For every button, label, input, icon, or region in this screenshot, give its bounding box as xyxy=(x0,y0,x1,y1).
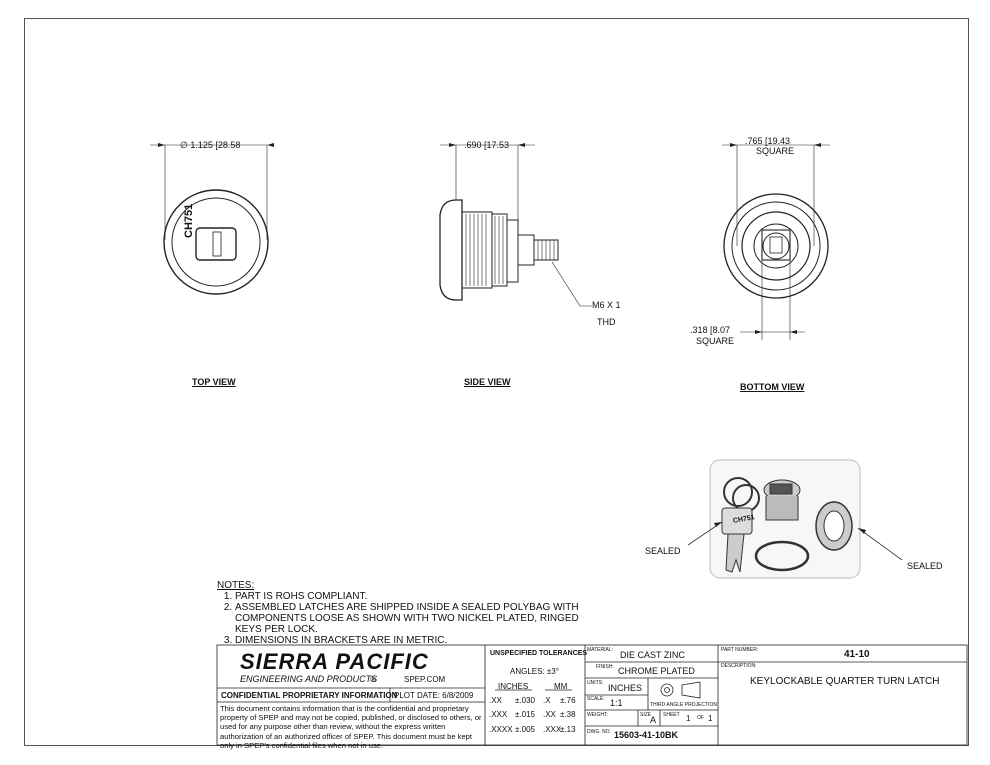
sheet-number: 1 xyxy=(686,714,691,723)
units-label: UNITS: xyxy=(587,680,604,686)
notes-heading: NOTES: xyxy=(217,580,255,591)
projection-label: THIRD ANGLE PROJECTION xyxy=(650,702,717,708)
top-diameter-dim: ∅ 1.125 [28.58 xyxy=(180,140,241,150)
sealed-callout-right: SEALED xyxy=(907,561,943,571)
scale-value: 1:1 xyxy=(610,698,623,708)
bottom-small-word: SQUARE xyxy=(696,336,735,346)
size-value: A xyxy=(650,715,657,725)
tol-mm-value: ±.38 xyxy=(560,710,576,719)
drawing-border xyxy=(24,18,969,746)
material-label: MATERIAL: xyxy=(587,647,614,653)
confidential-label: CONFIDENTIAL PROPRIETARY INFORMATION xyxy=(221,691,398,700)
thread-word: THD xyxy=(597,317,616,327)
sheet-label: SHEET xyxy=(663,712,680,718)
bottom-square-dim: .765 [19.43 xyxy=(745,136,791,146)
registered-mark: ® xyxy=(370,675,376,684)
bottom-square-word: SQUARE xyxy=(756,146,795,156)
weight-label: WEIGHT: xyxy=(587,712,608,718)
tol-mm-precision: .XXX xyxy=(543,725,562,734)
side-view-drawing xyxy=(439,144,592,307)
size-label: SIZE xyxy=(640,712,652,718)
company-subtitle: ENGINEERING AND PRODUCTS xyxy=(240,674,378,684)
dwg-number-label: DWG. NO. xyxy=(587,729,611,735)
top-view-label: TOP VIEW xyxy=(192,377,236,387)
tol-mm-precision: .X xyxy=(543,696,551,705)
finish-label: FINISH: xyxy=(596,664,614,670)
description-label: DESCRIPTION: xyxy=(721,663,757,669)
tol-in-value: ±.030 xyxy=(515,696,535,705)
tol-in-value: ±.005 xyxy=(515,725,535,734)
part-number-label: PART NUMBER: xyxy=(721,647,759,653)
tol-mm-value: ±.76 xyxy=(560,696,576,705)
sealed-callout-left: SEALED xyxy=(645,546,681,556)
tol-in-value: ±.015 xyxy=(515,710,535,719)
side-length-dim: .690 [17.53 xyxy=(464,140,510,150)
tol-in-precision: .XX xyxy=(489,696,502,705)
thread-dim: M6 X 1 xyxy=(592,300,621,310)
sheet-total: 1 xyxy=(708,714,713,723)
notes-list: PART IS ROHS COMPLIANT. ASSEMBLED LATCHE… xyxy=(217,591,605,646)
plot-date: PLOT DATE: 6/8/2009 xyxy=(394,691,474,700)
tol-mm-value: ±.13 xyxy=(560,725,576,734)
inches-header: INCHES xyxy=(498,682,529,691)
company-name: SIERRA PACIFIC xyxy=(240,649,429,674)
bottom-small-dim: .318 [8.07 xyxy=(690,325,731,335)
dwg-number: 15603-41-10BK xyxy=(614,730,679,740)
notes-block: NOTES: PART IS ROHS COMPLIANT. ASSEMBLED… xyxy=(217,580,605,646)
note-item: ASSEMBLED LATCHES ARE SHIPPED INSIDE A S… xyxy=(235,602,605,635)
company-website: SPEP.COM xyxy=(404,675,446,684)
key-marking: CH751 xyxy=(183,203,195,238)
material-value: DIE CAST ZINC xyxy=(620,650,685,660)
angles-tolerance: ANGLES: ±3° xyxy=(510,667,559,676)
top-view-drawing xyxy=(150,144,269,295)
bottom-view-drawing xyxy=(722,144,830,340)
part-number: 41-10 xyxy=(844,649,870,660)
mm-header: MM xyxy=(554,682,568,691)
tol-in-precision: .XXXX xyxy=(489,725,513,734)
note-item: PART IS ROHS COMPLIANT. xyxy=(235,591,605,602)
product-photo xyxy=(687,459,903,579)
tol-in-precision: .XXX xyxy=(489,710,508,719)
units-value: INCHES xyxy=(608,683,643,693)
finish-value: CHROME PLATED xyxy=(618,666,695,676)
of-label: OF xyxy=(697,715,704,721)
bottom-view-label: BOTTOM VIEW xyxy=(740,382,805,392)
side-view-label: SIDE VIEW xyxy=(464,377,511,387)
scale-label: SCALE: xyxy=(587,696,605,702)
part-description: KEYLOCKABLE QUARTER TURN LATCH xyxy=(750,676,940,687)
note-item: DIMENSIONS IN BRACKETS ARE IN METRIC. xyxy=(235,635,605,646)
tolerances-title: UNSPECIFIED TOLERANCES xyxy=(490,650,588,657)
confidentiality-disclaimer: This document contains information that … xyxy=(220,704,482,750)
tol-mm-precision: .XX xyxy=(543,710,556,719)
